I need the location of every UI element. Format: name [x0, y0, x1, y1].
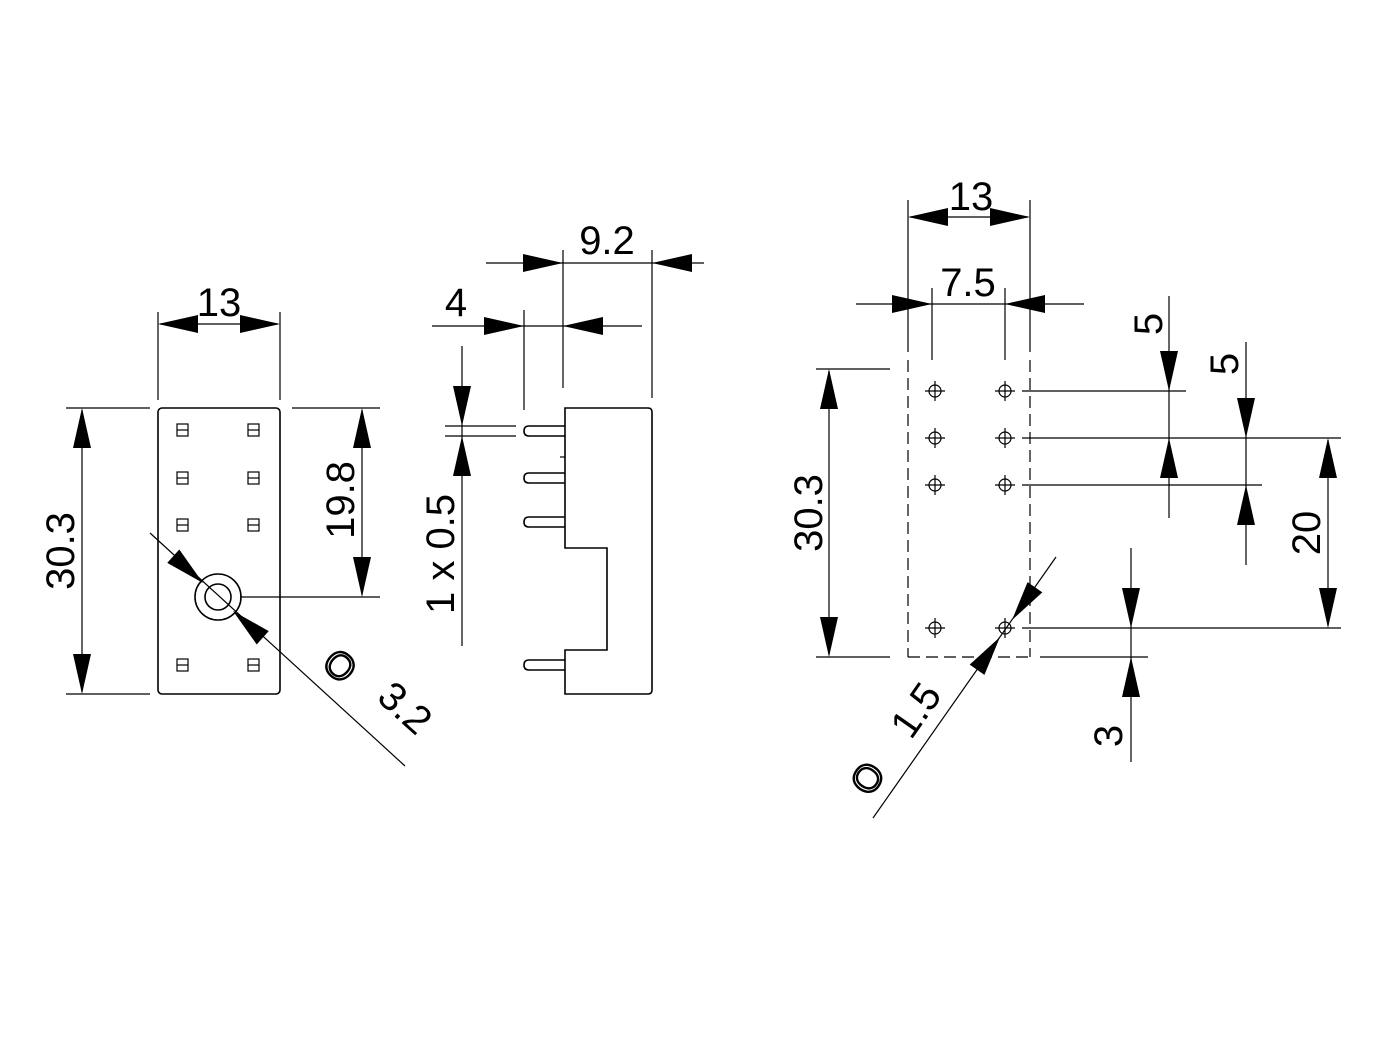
dim-row-spacing: 7.5: [940, 261, 996, 305]
pcb-hole: [995, 475, 1015, 495]
pcb-hole: [995, 381, 1015, 401]
dim-center-offset: 19.8: [319, 461, 363, 539]
dim-pin-section: 1 x 0.5: [419, 494, 463, 614]
pin: [523, 425, 565, 437]
pin: [523, 516, 565, 528]
dim-pin-length: 4: [445, 281, 467, 325]
front-view: 13 30.3 19.8 O 3.2: [39, 281, 440, 767]
dim-span: 20: [1285, 511, 1329, 556]
pin: [523, 659, 565, 671]
socket-side-outline: [564, 407, 653, 695]
diameter-symbol: O: [314, 641, 364, 692]
pcb-hole: [925, 381, 945, 401]
dim-front-height: 30.3: [39, 512, 83, 590]
dim-edge-offset: 3: [1087, 725, 1131, 747]
dim-pcb-hole-diameter: 1.5: [882, 675, 950, 746]
socket-outline: [157, 407, 281, 695]
dim-pcb-height: 30.3: [787, 474, 831, 552]
contact-slots: [176, 423, 260, 672]
pin: [523, 472, 565, 484]
side-view: 9.2 4 1 x 0.5: [419, 219, 704, 695]
dim-overall-depth: 9.2: [579, 219, 635, 263]
pcb-diameter-symbol: O: [843, 755, 894, 803]
side-pins: [523, 425, 565, 671]
dim-pitch-a: 5: [1127, 313, 1171, 335]
pcb-hole: [925, 618, 945, 638]
pcb-hole: [995, 428, 1015, 448]
dim-front-width: 13: [197, 281, 242, 325]
pcb-hole: [925, 475, 945, 495]
dim-pcb-width: 13: [949, 175, 994, 219]
pcb-layout: 13 7.5 30.3 5 5 20: [787, 175, 1341, 819]
pcb-hole: [995, 618, 1015, 638]
pcb-holes: [925, 381, 1015, 638]
dim-pitch-b: 5: [1203, 353, 1247, 375]
pcb-hole: [925, 428, 945, 448]
dim-hole-diameter: 3.2: [369, 673, 440, 743]
